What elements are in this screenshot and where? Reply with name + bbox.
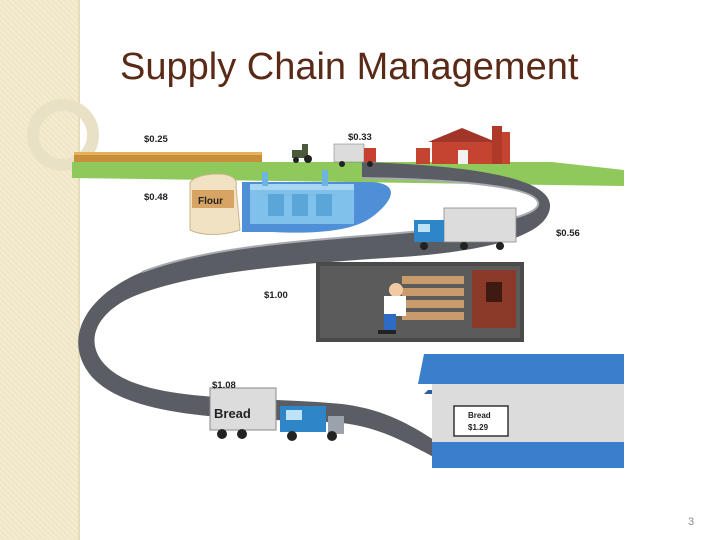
- decorative-strip-edge: [78, 0, 80, 540]
- farm-truck-icon: [333, 143, 376, 167]
- tractor-icon: [292, 144, 312, 163]
- supply-chain-illustration: Flour: [72, 126, 624, 468]
- decorative-ring: [27, 99, 99, 171]
- price-transport: $0.56: [556, 228, 580, 239]
- store-sign-product: Bread: [468, 411, 491, 420]
- truck-label: Bread: [214, 406, 251, 421]
- store-building: [418, 354, 624, 468]
- price-flour: $0.48: [144, 192, 168, 203]
- wheat-field-highlight: [74, 152, 262, 155]
- bakery-room: [316, 262, 524, 342]
- barn-icon: [416, 126, 510, 164]
- slide-title: Supply Chain Management: [120, 46, 579, 88]
- flour-bag-icon: [189, 173, 241, 235]
- decorative-side-strip: [0, 0, 78, 540]
- price-wheat: $0.25: [144, 134, 168, 145]
- slide-page-number: 3: [688, 516, 695, 528]
- price-farm: $0.33: [348, 132, 372, 143]
- price-delivery: $1.08: [212, 380, 236, 391]
- store-sign-board: [453, 405, 509, 437]
- baker-icon: [378, 283, 406, 334]
- flour-bag-label: Flour: [198, 196, 223, 207]
- bread-truck-icon: [209, 387, 344, 441]
- store-sign-price: $1.29: [468, 423, 489, 432]
- flour-mill-factory-icon: [250, 170, 354, 224]
- semi-truck-icon: [414, 207, 517, 250]
- price-bakery: $1.00: [264, 290, 288, 301]
- wheat-field: [74, 152, 262, 162]
